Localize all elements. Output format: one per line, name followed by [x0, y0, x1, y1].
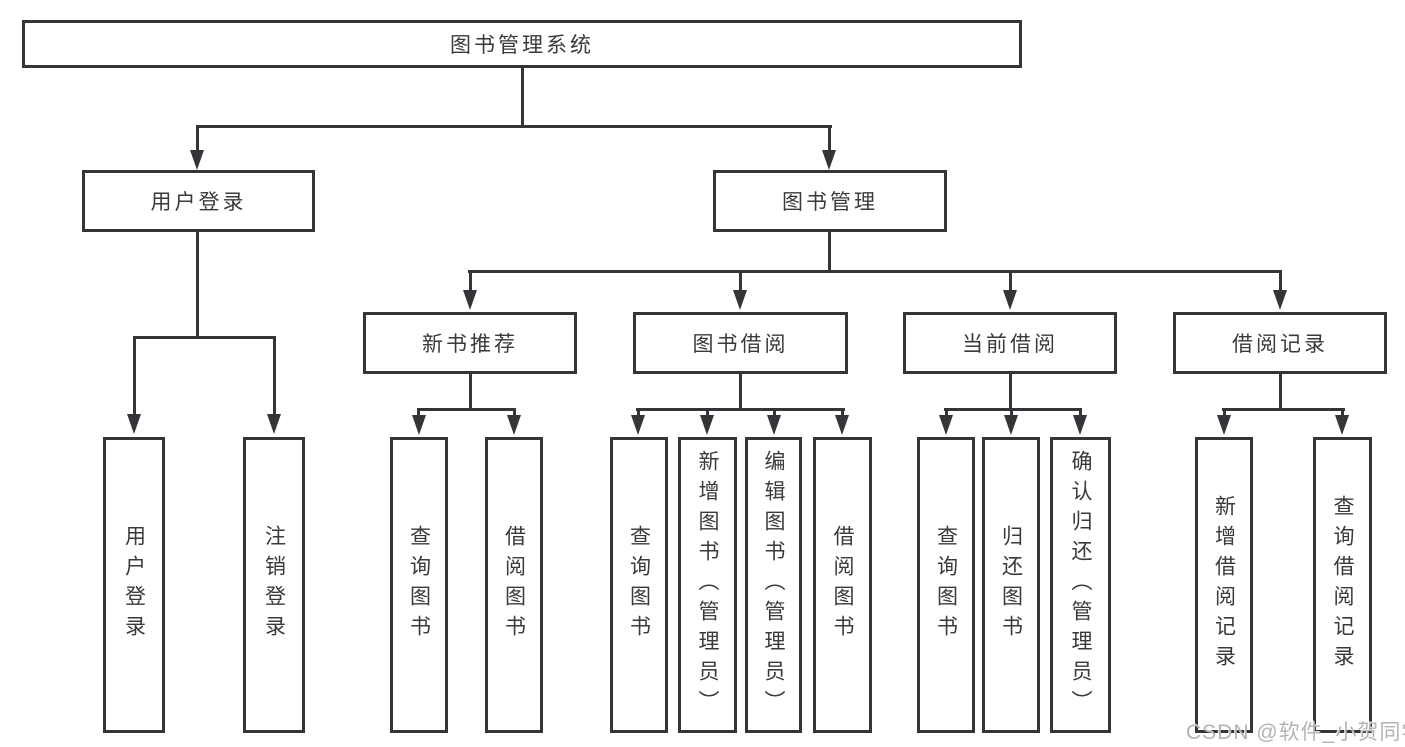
connector-line: [196, 125, 199, 152]
node-current-borrow: 当前借阅: [903, 312, 1117, 374]
leaf-return-book: 归还图书: [982, 437, 1040, 733]
arrow-down-icon: [835, 415, 849, 435]
connector-line: [945, 408, 948, 417]
connector-line: [637, 408, 640, 417]
connector-line: [828, 125, 831, 152]
connector-line: [739, 374, 742, 408]
connector-line: [469, 374, 472, 408]
leaf-label: 查询图书: [407, 525, 431, 645]
node-book-borrow: 图书借阅: [633, 312, 848, 374]
leaf-user-login: 用户登录: [103, 437, 165, 733]
leaf-label: 查询借阅记录: [1331, 495, 1354, 675]
node-root: 图书管理系统: [22, 20, 1022, 68]
connector-line: [944, 408, 1082, 411]
connector-line: [636, 408, 845, 411]
csdn-watermark: CSDN @软件_小贺同学: [1186, 721, 1405, 744]
leaf-confirm-return-admin: 确认归还（管理员）: [1050, 437, 1111, 733]
connector-line: [196, 125, 832, 128]
connector-line: [133, 336, 276, 339]
connector-line: [521, 68, 524, 125]
connector-line: [1223, 408, 1226, 417]
leaf-logout: 注销登录: [243, 437, 305, 733]
leaf-label: 查询图书: [934, 525, 958, 645]
leaf-query-book-1: 查询图书: [390, 437, 448, 733]
arrow-down-icon: [267, 414, 281, 434]
leaf-label: 编辑图书（管理员）: [762, 450, 785, 720]
node-borrow-record: 借阅记录: [1173, 312, 1387, 374]
connector-line: [1009, 374, 1012, 408]
connector-line: [513, 408, 516, 417]
leaf-edit-book-admin: 编辑图书（管理员）: [745, 437, 802, 733]
node-new-book-recommend: 新书推荐: [363, 312, 577, 374]
arrow-down-icon: [1003, 290, 1017, 310]
leaf-borrow-book-1: 借阅图书: [485, 437, 543, 733]
connector-line: [841, 408, 844, 417]
connector-line: [468, 270, 1282, 273]
arrow-down-icon: [463, 290, 477, 310]
connector-line: [773, 408, 776, 417]
leaf-query-book-3: 查询图书: [917, 437, 975, 733]
leaf-add-borrow-record: 新增借阅记录: [1195, 437, 1253, 733]
node-book-management: 图书管理: [713, 170, 947, 232]
connector-line: [1279, 270, 1282, 292]
leaf-add-book-admin: 新增图书（管理员）: [678, 437, 737, 733]
leaf-label: 查询图书: [627, 525, 651, 645]
arrow-down-icon: [507, 415, 521, 435]
arrow-down-icon: [190, 150, 204, 170]
connector-line: [706, 408, 709, 417]
leaf-label: 用户登录: [122, 525, 146, 645]
leaf-label: 借阅图书: [831, 525, 854, 645]
connector-line: [739, 270, 742, 292]
connector-line: [133, 336, 136, 415]
node-user-login: 用户登录: [82, 170, 315, 232]
leaf-query-borrow-record: 查询借阅记录: [1313, 437, 1372, 733]
arrow-down-icon: [1217, 415, 1231, 435]
leaf-query-book-2: 查询图书: [610, 437, 668, 733]
leaf-label: 注销登录: [262, 525, 286, 645]
arrow-down-icon: [939, 415, 953, 435]
connector-line: [1222, 408, 1345, 411]
arrow-down-icon: [733, 290, 747, 310]
arrow-down-icon: [631, 415, 645, 435]
connector-line: [196, 232, 199, 336]
arrow-down-icon: [1273, 290, 1287, 310]
connector-line: [1009, 270, 1012, 292]
connector-line: [469, 270, 472, 292]
connector-line: [1079, 408, 1082, 417]
connector-line: [417, 408, 516, 411]
connector-line: [417, 408, 420, 417]
arrow-down-icon: [127, 414, 141, 434]
arrow-down-icon: [412, 415, 426, 435]
connector-line: [1279, 374, 1282, 408]
leaf-borrow-book-2: 借阅图书: [813, 437, 872, 733]
leaf-label: 确认归还（管理员）: [1069, 450, 1092, 720]
connector-line: [1341, 408, 1344, 417]
arrow-down-icon: [822, 150, 836, 170]
leaf-label: 借阅图书: [502, 525, 526, 645]
connector-line: [273, 336, 276, 415]
connector-line: [1010, 408, 1013, 417]
leaf-label: 归还图书: [999, 525, 1023, 645]
arrow-down-icon: [1004, 415, 1018, 435]
leaf-label: 新增图书（管理员）: [696, 450, 719, 720]
arrow-down-icon: [700, 415, 714, 435]
arrow-down-icon: [767, 415, 781, 435]
arrow-down-icon: [1073, 415, 1087, 435]
arrow-down-icon: [1335, 415, 1349, 435]
connector-line: [828, 232, 831, 270]
leaf-label: 新增借阅记录: [1212, 495, 1236, 675]
